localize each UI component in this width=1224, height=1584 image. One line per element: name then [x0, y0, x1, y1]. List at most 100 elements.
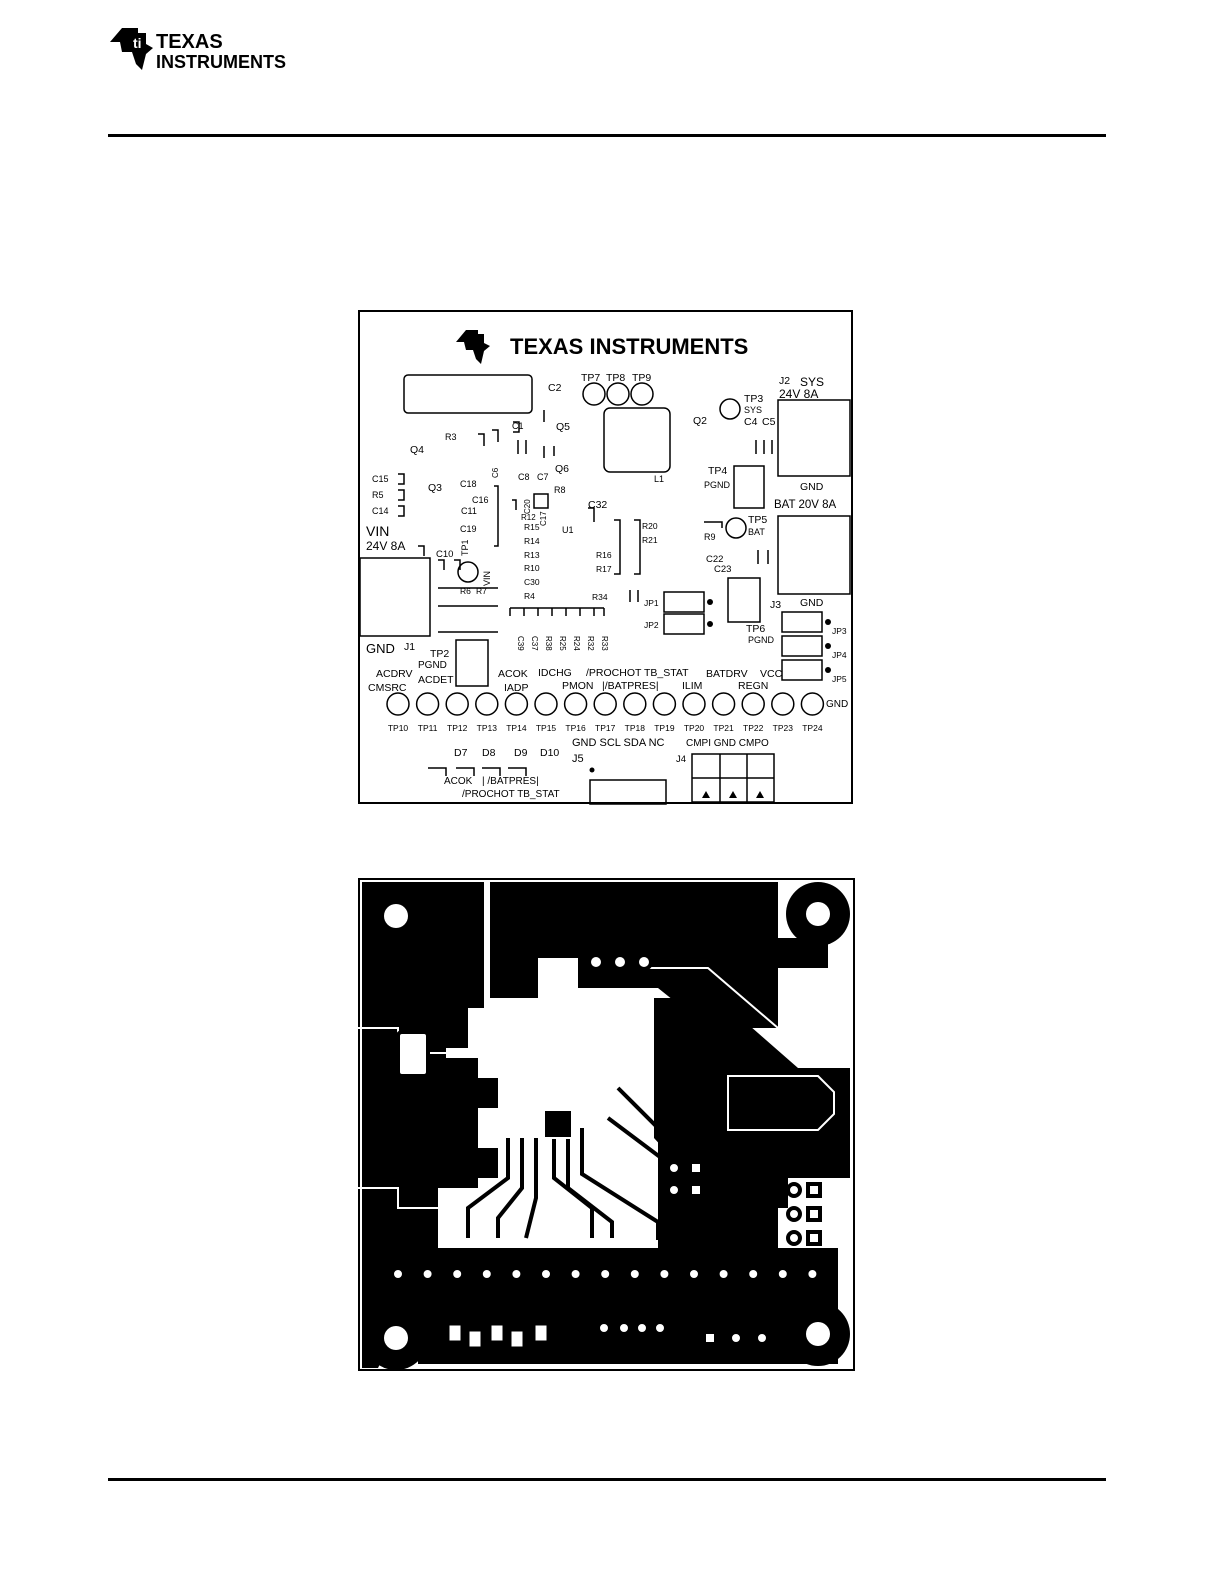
tp18-pad — [623, 692, 647, 716]
mounting-holes — [364, 882, 850, 1370]
label-r17: R17 — [596, 564, 612, 574]
label-j5: J5 — [572, 753, 584, 765]
copper-pour-mid-left — [388, 1058, 478, 1188]
label-tp10: TP10 — [388, 723, 409, 733]
copper-tp16-pad — [567, 1266, 584, 1282]
via-pad — [611, 953, 629, 971]
copper-tp24-pad — [804, 1266, 821, 1282]
tp3-pad — [719, 398, 741, 420]
tp8-pad — [606, 382, 630, 406]
label-vcc: VCC — [760, 668, 783, 680]
label-tp3-sys: SYS — [744, 405, 762, 415]
label-r3: R3 — [445, 432, 457, 442]
via-pads — [587, 953, 822, 1346]
label-r7: R7 — [476, 586, 487, 596]
tp24-pad — [800, 692, 825, 716]
jp2-pin1-dot — [707, 621, 713, 627]
label-c23: C23 — [714, 564, 731, 575]
j5-connector — [589, 779, 667, 805]
label-jp5: JP5 — [832, 674, 847, 684]
board-logo-text: TEXAS INSTRUMENTS — [510, 334, 748, 359]
label-r25: R25 — [558, 636, 567, 651]
ti-header-logo: ti TEXAS INSTRUMENTS — [110, 28, 286, 72]
copper-pour-top — [490, 882, 828, 1028]
label-pgnd-tp4: PGND — [704, 480, 731, 490]
tp10-pad — [386, 692, 410, 716]
copper-tp11-pad — [419, 1266, 436, 1282]
trace-gap-3 — [648, 967, 848, 1029]
label-d9: D9 — [514, 747, 528, 759]
via-pad — [634, 1320, 650, 1336]
ti-board-logo: TEXAS INSTRUMENTS — [456, 330, 748, 364]
copper-tp22-pad — [745, 1266, 762, 1282]
label-tp11: TP11 — [418, 723, 438, 733]
label-tp7: TP7 — [581, 372, 600, 384]
copper-tp15-pad — [538, 1266, 554, 1282]
copper-tp17-pad — [597, 1266, 614, 1282]
square-pad — [702, 1330, 718, 1346]
label-pgnd-tp2: PGND — [418, 660, 447, 671]
label-r15: R15 — [524, 522, 540, 532]
copper-tp18-pad — [626, 1266, 643, 1282]
via-pad — [652, 1320, 668, 1336]
label-c2: C2 — [548, 382, 562, 394]
copper-tp20-pad — [686, 1266, 702, 1282]
label-r14: R14 — [524, 536, 540, 546]
trace-gap-2 — [358, 1187, 448, 1209]
jp5-pin1-dot — [825, 667, 831, 673]
label-cmsrc: CMSRC — [368, 682, 407, 694]
label-vin-vertical: VIN — [482, 571, 492, 586]
tp9-pad — [630, 382, 654, 406]
jp2-jumper — [663, 613, 705, 635]
label-r13: R13 — [524, 550, 540, 560]
label-tp17: TP17 — [595, 723, 616, 733]
signal-trace-3 — [580, 1128, 688, 1240]
label-r21: R21 — [642, 535, 658, 545]
label-tp12: TP12 — [447, 723, 468, 733]
label-q6: Q6 — [555, 463, 569, 475]
label-iadp: IADP — [504, 682, 529, 694]
label-batpres-led: | /BATPRES| — [482, 776, 539, 787]
via-pad — [587, 953, 605, 971]
led-pads — [446, 1322, 550, 1350]
j5-pin1-dot — [589, 767, 595, 773]
signal-trace-4 — [466, 1138, 510, 1238]
copper-pad-row — [390, 1266, 821, 1282]
label-c30: C30 — [524, 577, 540, 587]
label-d8: D8 — [482, 747, 496, 759]
label-tp5: TP5 — [748, 514, 767, 526]
svg-text:ti: ti — [133, 35, 142, 51]
copper-tp10-pad — [390, 1266, 406, 1282]
label-c18: C18 — [460, 479, 477, 489]
via-pad — [786, 1230, 802, 1246]
tp21-pad — [711, 692, 736, 716]
label-r16: R16 — [596, 550, 612, 560]
label-c11: C11 — [461, 506, 477, 516]
jp1-jumper — [663, 591, 705, 613]
label-r33: R33 — [600, 636, 609, 651]
label-cmpi-gnd-cmpo: CMPI GND CMPO — [686, 738, 769, 749]
label-c6: C6 — [491, 467, 500, 478]
tp4-pad — [733, 465, 765, 509]
label-sys: SYS — [800, 375, 824, 389]
square-pad — [688, 1182, 704, 1198]
tp12-pad — [445, 692, 469, 716]
tp1-pad — [457, 561, 479, 583]
label-c22: C22 — [706, 554, 723, 565]
signal-trace-6 — [524, 1138, 538, 1239]
label-c19: C19 — [460, 524, 477, 534]
label-tp3: TP3 — [744, 393, 763, 405]
square-pad — [806, 1182, 822, 1198]
footer-rule — [108, 1478, 1106, 1481]
label-tp6: TP6 — [746, 623, 765, 635]
tp13-pad — [475, 692, 499, 716]
label-c20: C20 — [523, 499, 532, 514]
copper-tp13-pad — [478, 1266, 495, 1282]
copper-island-right — [727, 1075, 835, 1131]
via-pad — [786, 1182, 802, 1198]
logo-texas: TEXAS — [156, 31, 223, 53]
label-pgnd-tp6: PGND — [748, 635, 775, 645]
label-c16: C16 — [472, 495, 489, 505]
